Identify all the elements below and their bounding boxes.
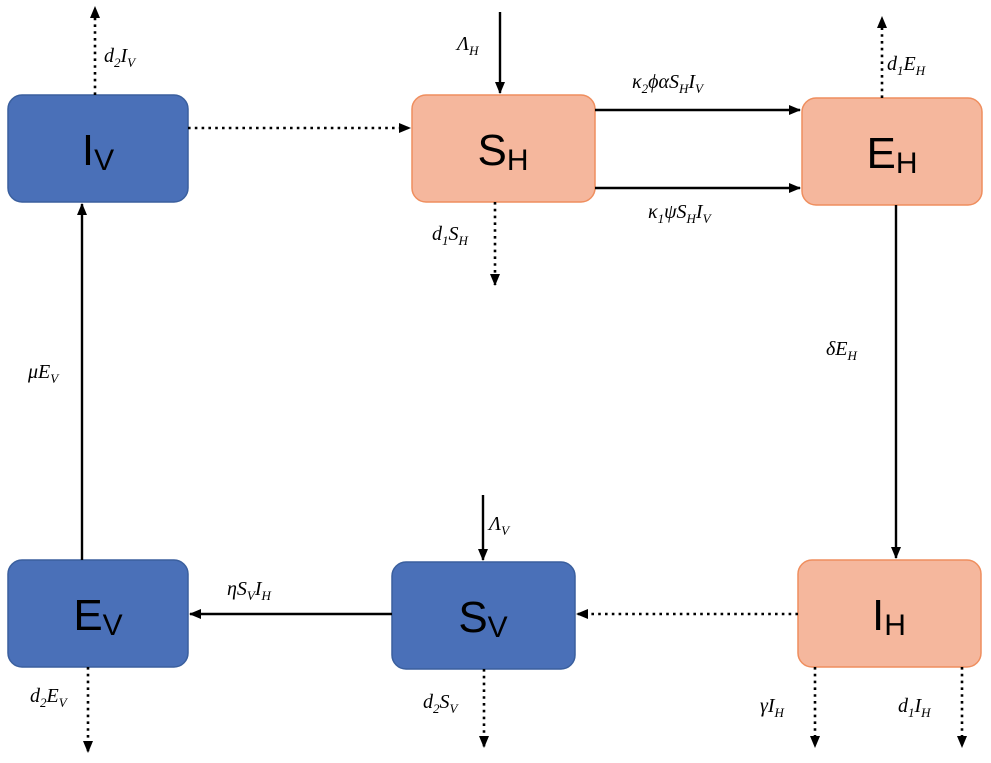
rate-label-d2-ev: d2EV bbox=[30, 685, 69, 710]
rate-label-mu: μEV bbox=[27, 361, 60, 386]
node-sh-label: SH bbox=[477, 126, 528, 177]
rate-label-d2-iv: d2IV bbox=[104, 45, 137, 70]
rate-label-d1-eh: d1EH bbox=[887, 53, 926, 78]
rate-label-d2-sv: d2SV bbox=[423, 691, 460, 716]
rate-label-d1-ih: d1IH bbox=[898, 695, 931, 720]
rate-label-lambda-h: ΛH bbox=[455, 33, 479, 58]
rate-label-kappa1: κ1ψSHIV bbox=[648, 201, 713, 226]
node-iv-box bbox=[7, 94, 189, 203]
rate-label-delta: δEH bbox=[826, 338, 858, 363]
node-ev-box bbox=[7, 559, 189, 668]
node-ih-label: IH bbox=[872, 591, 906, 642]
rate-label-d1-sh: d1SH bbox=[432, 223, 469, 248]
node-eh-box bbox=[801, 97, 983, 206]
rate-label-eta: ηSVIH bbox=[227, 578, 272, 603]
node-eh-label: EH bbox=[866, 129, 917, 180]
node-iv-label: IV bbox=[82, 126, 114, 177]
node-sh-box bbox=[411, 94, 596, 203]
node-sv-label: SV bbox=[458, 593, 507, 644]
rate-label-gamma: γIH bbox=[760, 695, 785, 720]
rate-label-kappa2: κ2ϕαSHIV bbox=[632, 71, 705, 96]
node-ev-label: EV bbox=[73, 591, 122, 642]
rate-label-lambda-v: ΛV bbox=[487, 513, 511, 538]
